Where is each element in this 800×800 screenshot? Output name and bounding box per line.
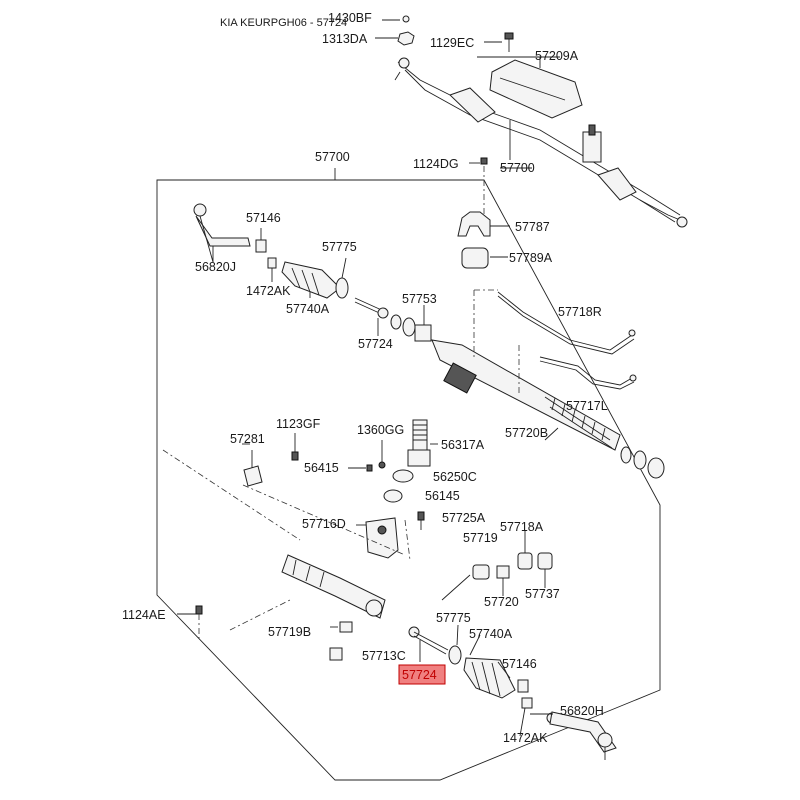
label-57740a-upper[interactable]: 57740A	[286, 302, 330, 316]
gear-housing-57716d	[356, 517, 399, 559]
feed-tubes	[473, 289, 637, 395]
oring-56145	[383, 489, 403, 503]
label-57700-top-image[interactable]: 57700	[500, 161, 535, 175]
label-1472ak-upper[interactable]: 1472AK	[246, 284, 291, 298]
bushing-57737	[537, 552, 553, 588]
tie-rod-end-56820j	[193, 203, 251, 263]
tie-rod-end-56820h	[546, 711, 617, 760]
bolt-1124dg	[469, 157, 488, 215]
boot-57740a-left	[281, 261, 341, 299]
label-1472ak-lower[interactable]: 1472AK	[503, 731, 548, 745]
nut-57720	[496, 565, 510, 596]
valve-body-56317a	[407, 419, 438, 467]
lower-rack-housing	[281, 554, 386, 619]
label-57720b[interactable]: 57720B	[505, 426, 548, 440]
inner-tie-rod-57724-upper	[354, 297, 389, 336]
label-57740a-lower[interactable]: 57740A	[469, 627, 513, 641]
label-1124dg[interactable]: 1124DG	[413, 157, 459, 171]
label-57718a[interactable]: 57718A	[500, 520, 544, 534]
bracket-57281	[243, 450, 263, 487]
clamp-ring-57775-lower	[448, 624, 462, 665]
label-57789a[interactable]: 57789A	[509, 251, 553, 265]
rubber-bushing-57789a	[461, 247, 508, 269]
label-56250c[interactable]: 56250C	[433, 470, 477, 484]
label-56145[interactable]: 56145	[425, 489, 460, 503]
top-leader-lines	[477, 56, 560, 169]
label-57209a[interactable]: 57209A	[535, 49, 579, 63]
highlighted-part-label[interactable]: 57724	[402, 668, 437, 682]
seal-56250c	[392, 469, 414, 483]
label-57720[interactable]: 57720	[484, 595, 519, 609]
lock-nut-57146	[255, 228, 277, 282]
label-57775-upper[interactable]: 57775	[322, 240, 357, 254]
screw-1124ae	[177, 605, 203, 640]
label-56820j[interactable]: 56820J	[195, 260, 236, 274]
label-57719b[interactable]: 57719B	[268, 625, 311, 639]
clip-57719b	[339, 621, 353, 633]
pin-1360gg	[378, 440, 386, 469]
label-57281[interactable]: 57281	[230, 432, 265, 446]
label-1124ae[interactable]: 1124AE	[122, 608, 166, 622]
screw-56415	[348, 464, 373, 472]
part-labels: 1430BF 1313DA 1129EC 57209A 57700 1124DG…	[122, 11, 608, 745]
seal-57718a	[517, 530, 533, 570]
bushing-57719	[472, 564, 490, 580]
clamp-ring-57775	[335, 257, 349, 299]
label-1360gg[interactable]: 1360GG	[357, 423, 404, 437]
label-57716d[interactable]: 57716D	[302, 517, 346, 531]
label-56820h[interactable]: 56820H	[560, 704, 604, 718]
label-57753[interactable]: 57753	[402, 292, 437, 306]
label-1430bf[interactable]: 1430BF	[328, 11, 372, 25]
top-assembly-illustration	[375, 15, 688, 228]
rack-housing-57720b	[431, 339, 665, 479]
bushing-57753	[390, 305, 432, 342]
exploded-view-frame	[156, 179, 661, 781]
label-57146-upper[interactable]: 57146	[246, 211, 281, 225]
label-56415[interactable]: 56415	[304, 461, 339, 475]
leader-lines	[162, 443, 553, 737]
label-57775-lower[interactable]: 57775	[436, 611, 471, 625]
highlight-box	[398, 664, 446, 685]
label-1313da[interactable]: 1313DA	[322, 32, 368, 46]
label-56317a[interactable]: 56317A	[441, 438, 485, 452]
bolt-57725a	[417, 511, 425, 530]
mounting-bracket-57787	[457, 211, 510, 237]
label-57725a[interactable]: 57725A	[442, 511, 486, 525]
bolt-1123gf	[291, 433, 299, 461]
label-57700-assembly[interactable]: 57700	[315, 150, 350, 164]
label-57719[interactable]: 57719	[463, 531, 498, 545]
label-57713c[interactable]: 57713C	[362, 649, 406, 663]
label-57146-lower[interactable]: 57146	[502, 657, 537, 671]
label-57717l[interactable]: 57717L	[566, 399, 608, 413]
label-57787[interactable]: 57787	[515, 220, 550, 234]
label-1123gf[interactable]: 1123GF	[276, 417, 321, 431]
clip-57713c	[329, 647, 343, 661]
label-57724-upper[interactable]: 57724	[358, 337, 393, 351]
label-57737[interactable]: 57737	[525, 587, 560, 601]
lock-nut-57146-lower	[517, 679, 533, 709]
diagram-title: KIA KEURPGH06 - 57724	[220, 17, 347, 29]
label-57718r[interactable]: 57718R	[558, 305, 602, 319]
label-1129ec[interactable]: 1129EC	[430, 36, 474, 50]
inner-tie-rod-57724-lower	[408, 626, 449, 662]
